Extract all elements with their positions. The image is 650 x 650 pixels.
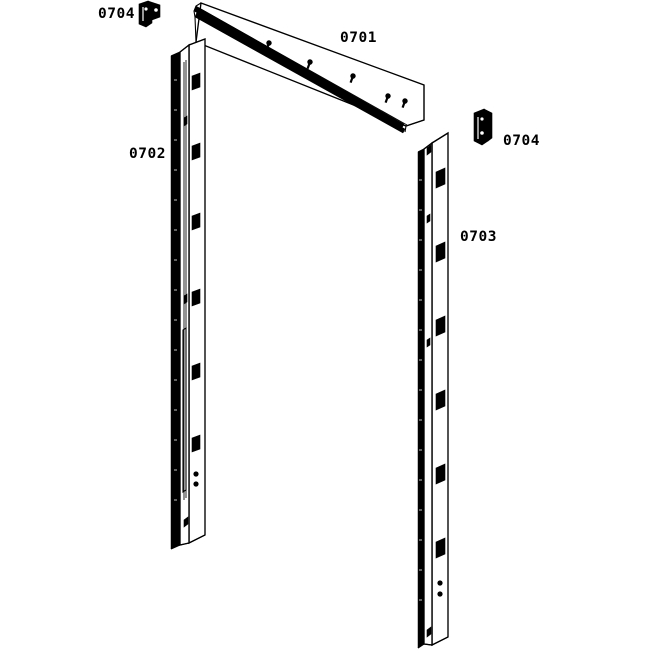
part-0701-top-cross-rail bbox=[193, 2, 425, 134]
part-0703-slots bbox=[435, 167, 446, 597]
label-0704-right: 0704 bbox=[503, 133, 540, 149]
part-0702-left-vertical-rail bbox=[170, 38, 206, 550]
part-0702-edge-ticks bbox=[174, 79, 177, 501]
label-0702: 0702 bbox=[129, 146, 166, 162]
part-0701-slots bbox=[265, 40, 408, 108]
part-0703-web-marks bbox=[426, 144, 432, 638]
label-0701: 0701 bbox=[340, 30, 377, 46]
part-0702-web-marks bbox=[183, 115, 189, 528]
part-0704-upper-left-bracket bbox=[138, 0, 161, 28]
part-0702-slots bbox=[191, 72, 201, 487]
label-0704-left: 0704 bbox=[98, 6, 135, 22]
label-0703: 0703 bbox=[460, 229, 497, 245]
part-0703-edge-ticks bbox=[419, 179, 422, 601]
part-0704-right-bracket bbox=[473, 108, 493, 146]
part-0703-right-vertical-rail bbox=[417, 131, 449, 649]
